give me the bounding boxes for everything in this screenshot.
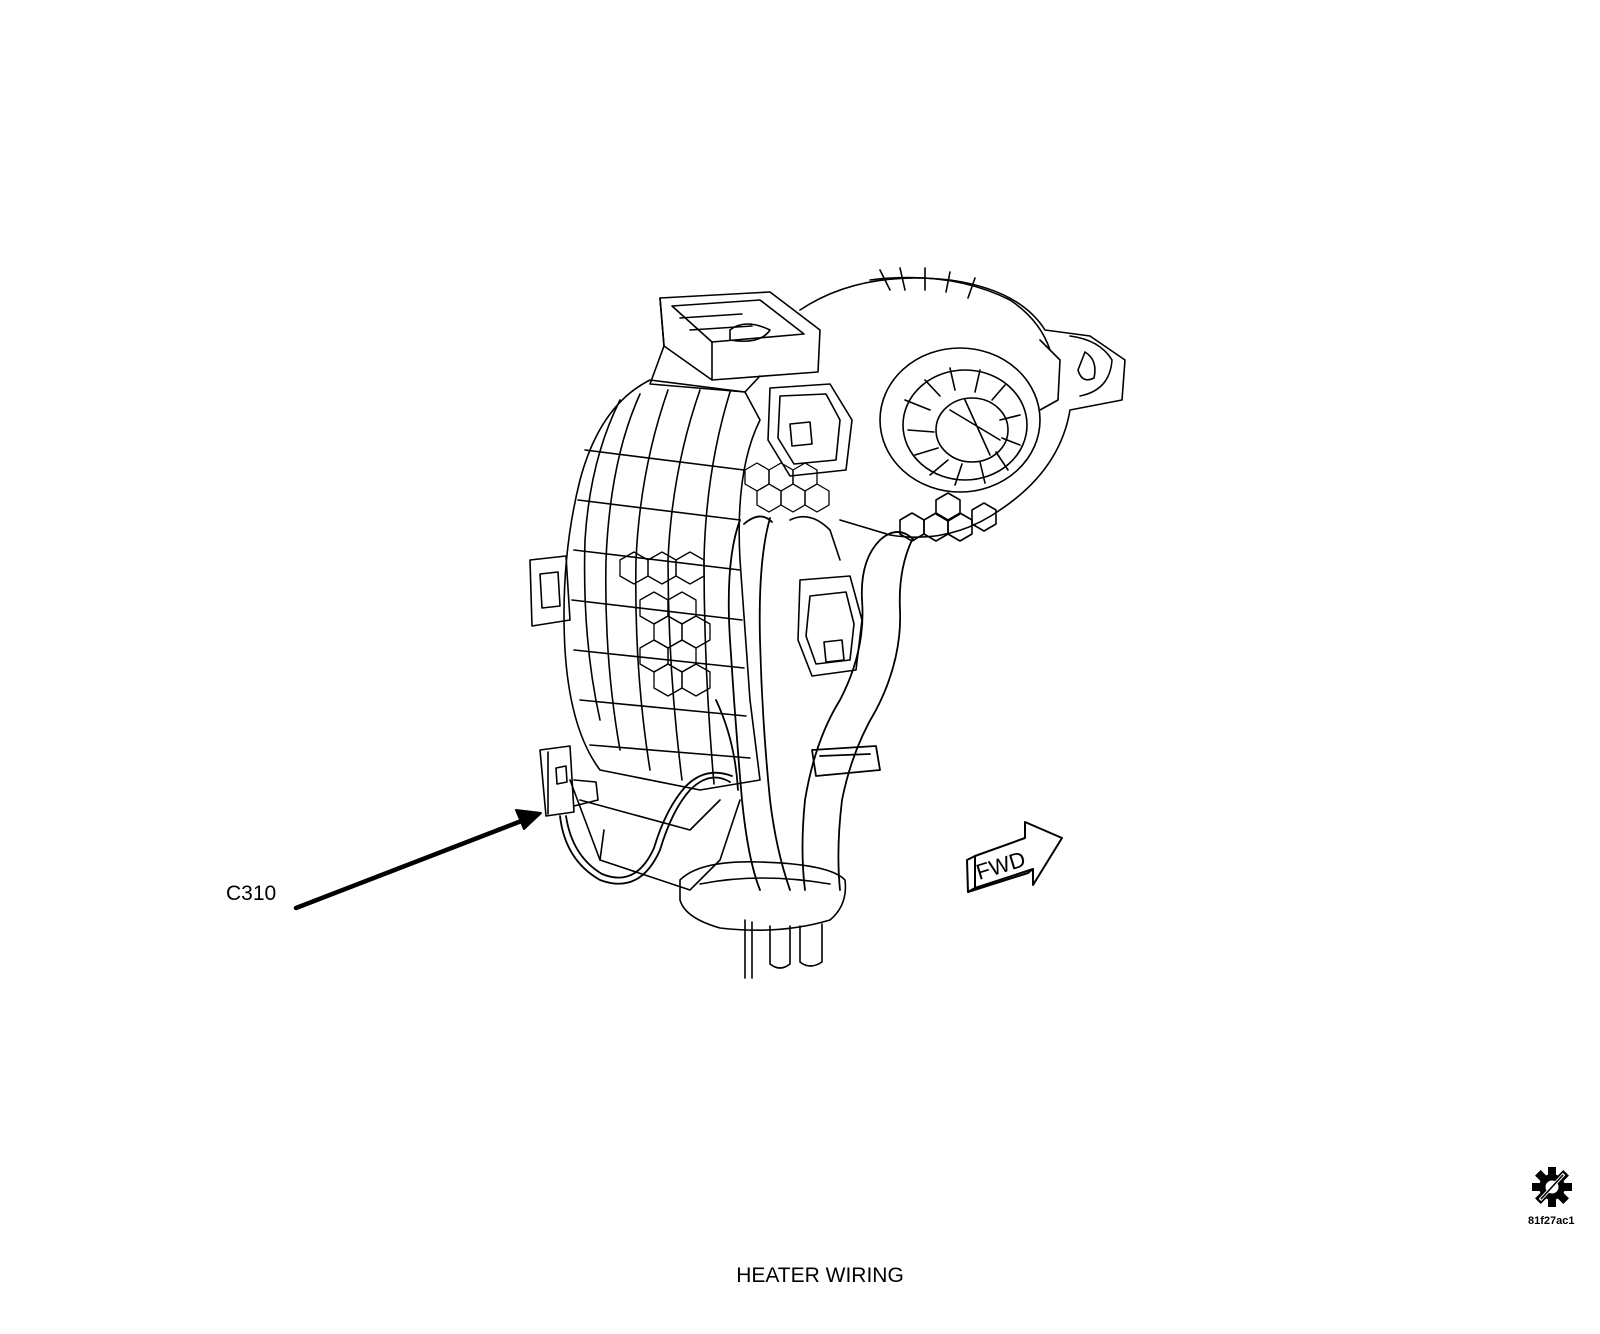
blower-housing — [799, 267, 1126, 542]
fwd-direction-arrow: FWD — [966, 821, 1063, 893]
diagram-caption: HEATER WIRING — [736, 1264, 904, 1287]
heater-hoses — [715, 515, 915, 891]
c310-connector — [539, 745, 599, 817]
actuator-module — [767, 383, 863, 677]
connector-label-c310: C310 — [226, 882, 277, 905]
honeycomb-pattern — [619, 462, 830, 697]
reference-code: 81f27ac1 — [1528, 1215, 1575, 1227]
wiring-harness — [559, 771, 733, 885]
gear-slash-icon — [1532, 1167, 1572, 1207]
bottom-flange — [679, 861, 847, 979]
top-duct — [649, 291, 821, 393]
c310-leader-arrow — [293, 809, 542, 911]
